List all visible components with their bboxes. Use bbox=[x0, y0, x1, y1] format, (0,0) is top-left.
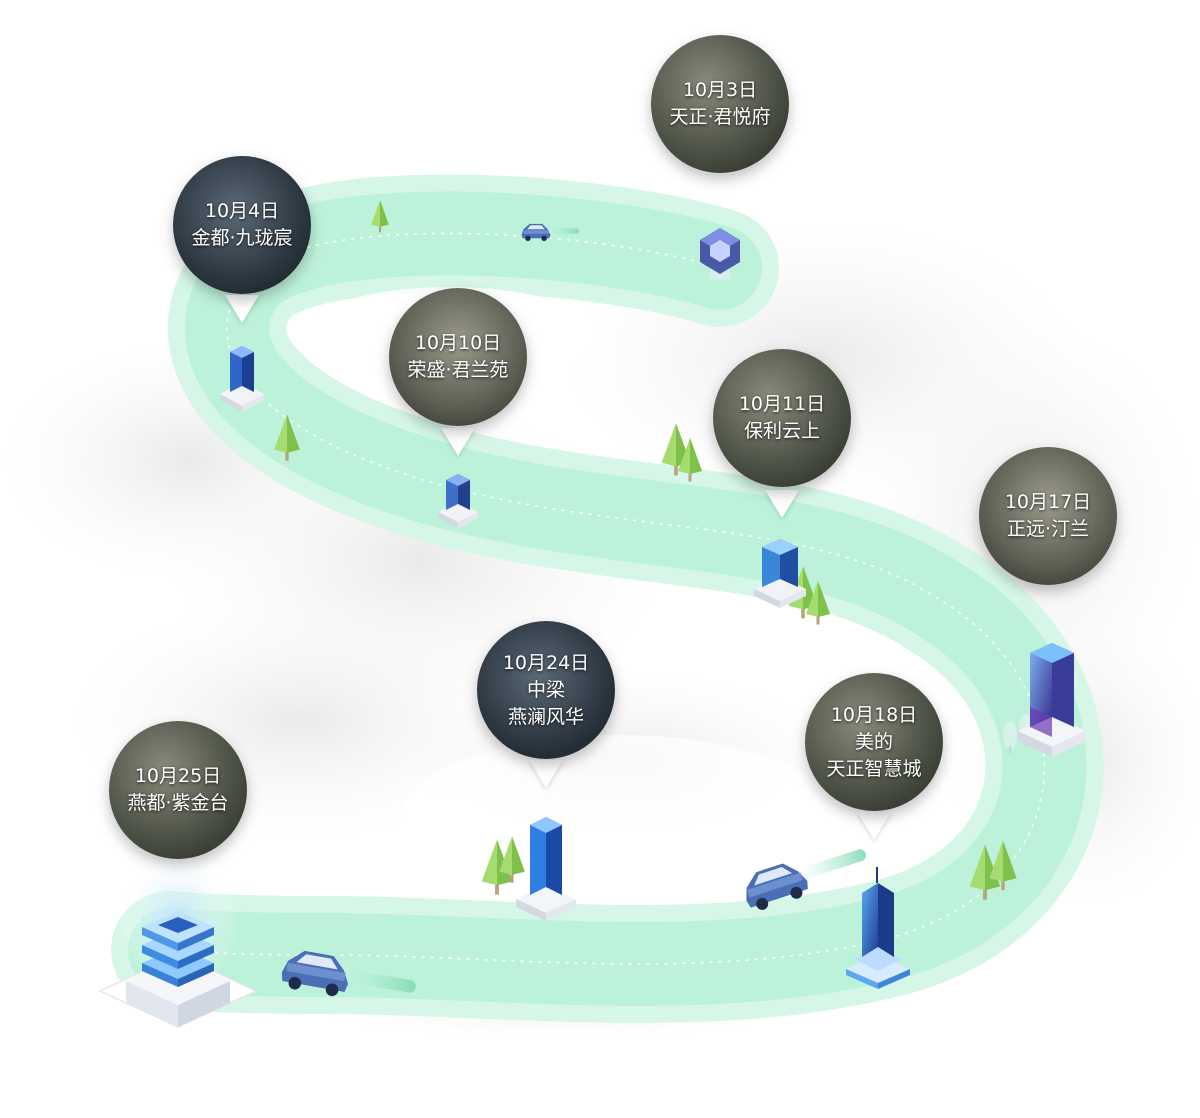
milestone-badge[interactable]: 10月11日保利云上 bbox=[713, 349, 851, 487]
cars-group bbox=[281, 223, 866, 997]
building-icon bbox=[438, 474, 478, 528]
milestone-project-name: 天正·君悦府 bbox=[669, 106, 771, 128]
tree-icon bbox=[371, 200, 389, 233]
badge-pointer bbox=[529, 760, 563, 788]
badge-pointer bbox=[857, 812, 891, 840]
car-icon bbox=[281, 950, 416, 997]
tree-icon bbox=[1003, 721, 1017, 754]
tree-icon bbox=[678, 438, 702, 482]
milestone-badge[interactable]: 10月24日中梁燕澜风华 bbox=[477, 621, 615, 759]
car-icon bbox=[746, 849, 866, 910]
milestone-project-name: 荣盛·君兰苑 bbox=[407, 359, 509, 381]
cube-icon bbox=[700, 228, 740, 280]
milestone-badge[interactable]: 10月18日美的天正智慧城 bbox=[805, 673, 943, 811]
milestone-project-name: 燕都·紫金台 bbox=[127, 792, 229, 814]
milestone-badge[interactable]: 10月10日荣盛·君兰苑 bbox=[389, 288, 527, 426]
server-stack-icon bbox=[98, 850, 258, 1028]
milestone-project-name: 正远·汀兰 bbox=[1006, 518, 1090, 540]
milestone-project-name: 保利云上 bbox=[743, 420, 820, 442]
badge-pointer bbox=[225, 295, 259, 323]
milestone-date: 10月18日 bbox=[830, 703, 918, 726]
milestone-date: 10月4日 bbox=[204, 200, 280, 222]
building-icon bbox=[516, 817, 576, 921]
building-icon bbox=[846, 867, 910, 989]
tree-icon bbox=[989, 840, 1017, 891]
milestone-badge[interactable]: 10月25日燕都·紫金台 bbox=[109, 721, 247, 859]
milestone-date: 10月10日 bbox=[414, 332, 502, 354]
milestone-badge[interactable]: 10月3日天正·君悦府 bbox=[651, 35, 789, 173]
milestone-date: 10月3日 bbox=[682, 79, 758, 101]
building-icon bbox=[1018, 643, 1086, 757]
milestone-project-name: 燕澜风华 bbox=[507, 705, 584, 728]
tree-icon bbox=[499, 836, 525, 883]
milestone-date: 10月25日 bbox=[134, 765, 222, 787]
milestone-project-name: 天正智慧城 bbox=[826, 757, 922, 780]
building-icon bbox=[220, 346, 264, 412]
milestone-date: 10月11日 bbox=[738, 393, 826, 415]
milestone-project-name: 中梁 bbox=[526, 678, 565, 701]
milestone-date: 10月24日 bbox=[502, 651, 590, 674]
car-icon bbox=[521, 223, 580, 241]
milestone-project-name: 美的 bbox=[854, 730, 893, 753]
milestone-project-name: 金都·九珑宸 bbox=[191, 227, 293, 249]
buildings-group bbox=[98, 228, 1086, 1028]
tree-icon bbox=[274, 414, 300, 461]
tree-icon bbox=[806, 581, 830, 625]
badge-pointer bbox=[441, 428, 475, 456]
milestone-badge[interactable]: 10月17日正远·汀兰 bbox=[979, 447, 1117, 585]
badge-pointer bbox=[765, 490, 799, 518]
milestone-date: 10月17日 bbox=[1004, 491, 1092, 513]
milestone-badge[interactable]: 10月4日金都·九珑宸 bbox=[173, 156, 311, 294]
building-icon bbox=[754, 539, 806, 608]
